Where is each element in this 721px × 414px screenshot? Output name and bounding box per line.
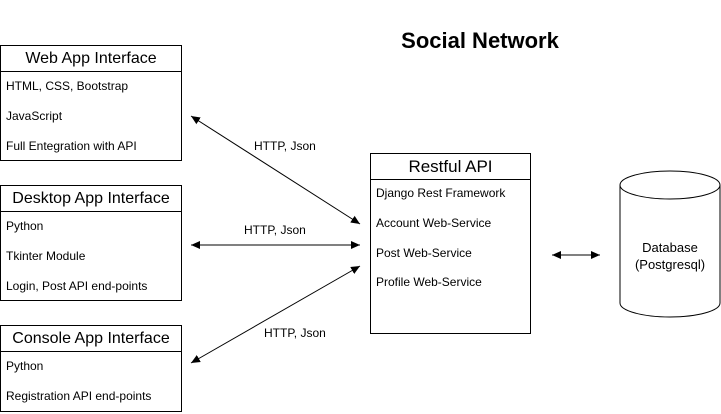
database-name: Database: [642, 240, 698, 255]
database-engine: (Postgresql): [634, 257, 706, 272]
console-app-item: Python: [6, 359, 44, 373]
restful-api-item: Profile Web-Service: [376, 275, 482, 289]
restful-api-item: Account Web-Service: [376, 216, 492, 230]
console-app-interface-box: Console App Interface Python Registratio…: [0, 325, 182, 412]
database-label: Database (Postgresql): [619, 239, 721, 273]
console-app-header: Console App Interface: [1, 326, 181, 352]
restful-api-item: Post Web-Service: [376, 246, 472, 260]
web-app-interface-box: Web App Interface HTML, CSS, Bootstrap J…: [0, 45, 182, 161]
desktop-app-item: Tkinter Module: [6, 249, 86, 263]
console-api-arrow: [190, 265, 361, 364]
web-app-item: HTML, CSS, Bootstrap: [6, 79, 129, 93]
desktop-connection-label: HTTP, Json: [244, 223, 306, 237]
web-app-header: Web App Interface: [1, 46, 181, 72]
console-app-item: Registration API end-points: [6, 389, 152, 403]
desktop-app-item: Python: [6, 219, 44, 233]
console-connection-label: HTTP, Json: [264, 326, 326, 340]
desktop-app-item: Login, Post API end-points: [6, 279, 148, 293]
web-app-item: JavaScript: [6, 109, 63, 123]
database-cylinder-icon: [619, 170, 721, 318]
web-app-item: Full Entegration with API: [6, 139, 137, 153]
restful-api-box: Restful API Django Rest Framework Accoun…: [370, 153, 531, 334]
web-connection-label: HTTP, Json: [254, 139, 316, 153]
diagram-title: Social Network: [401, 28, 559, 53]
desktop-app-header: Desktop App Interface: [1, 186, 181, 212]
restful-api-header: Restful API: [371, 154, 530, 180]
web-api-arrow: [190, 115, 361, 225]
restful-api-item: Django Rest Framework: [376, 186, 506, 200]
desktop-app-interface-box: Desktop App Interface Python Tkinter Mod…: [0, 185, 182, 301]
